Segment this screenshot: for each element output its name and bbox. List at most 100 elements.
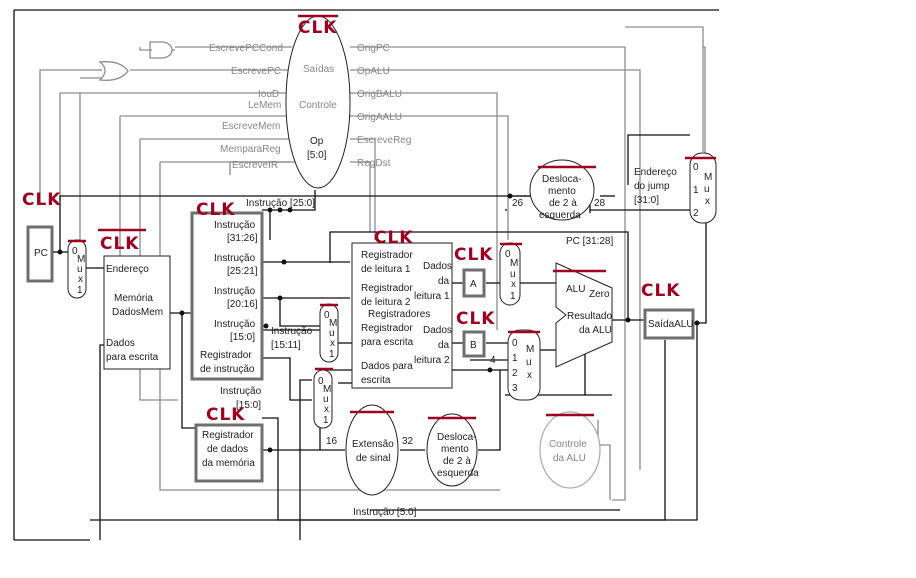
svg-text:u: u bbox=[510, 269, 516, 280]
alu-result-2: da ALU bbox=[579, 325, 612, 336]
regfile-wdata-a: Dados para bbox=[361, 361, 413, 372]
instruction-register bbox=[190, 211, 264, 381]
alu-out-label: SaídaALU bbox=[648, 319, 694, 330]
pc-register bbox=[26, 225, 54, 283]
frame-lines bbox=[13, 9, 719, 541]
memory-write-label: Dados bbox=[106, 338, 135, 349]
svg-text:4: 4 bbox=[490, 355, 496, 366]
clk-memory: CLK bbox=[100, 234, 139, 254]
register-file bbox=[351, 242, 453, 389]
svg-text:x: x bbox=[527, 370, 532, 381]
ir-field-15-0-b: [15:0] bbox=[230, 332, 255, 343]
jump-address-3: [31:0] bbox=[634, 195, 659, 206]
svg-text:0: 0 bbox=[693, 162, 699, 173]
svg-text:u: u bbox=[323, 394, 329, 405]
svg-text:1: 1 bbox=[323, 415, 329, 426]
ir-name-1: Registrador bbox=[200, 350, 252, 361]
svg-text:M: M bbox=[526, 344, 534, 355]
regfile-d2-b: da bbox=[438, 340, 450, 351]
signal-escrevemem: EscreveMem bbox=[222, 121, 280, 132]
svg-text:0: 0 bbox=[72, 246, 78, 257]
regfile-read2-b: de leitura 2 bbox=[361, 297, 411, 308]
signal-origaalu: OrigAALU bbox=[357, 112, 402, 123]
svg-text:u: u bbox=[77, 264, 83, 275]
regfile-d1-a: Dados bbox=[423, 261, 452, 272]
regfile-d2-c: leitura 2 bbox=[414, 355, 450, 366]
register-b bbox=[462, 330, 486, 358]
clk-regfile: CLK bbox=[374, 228, 413, 248]
control-op-range: [5:0] bbox=[307, 150, 327, 161]
svg-text:0: 0 bbox=[318, 376, 324, 387]
clk-mdr: CLK bbox=[206, 405, 245, 425]
svg-text:Instrução: Instrução bbox=[220, 386, 262, 397]
mux-pc-source: 0 1 2 M u x bbox=[689, 152, 717, 224]
alu-control-1: Controle bbox=[549, 439, 587, 450]
signal-lemem: LeMem bbox=[248, 100, 281, 111]
svg-text:x: x bbox=[705, 196, 710, 207]
alu bbox=[555, 262, 613, 368]
control-title: Controle bbox=[299, 100, 337, 111]
signal-origbalu: OrigBALU bbox=[357, 89, 402, 100]
shift-bottom-4: esquerda bbox=[437, 468, 479, 479]
svg-text:Instrução: Instrução bbox=[271, 326, 313, 337]
wire-labels: Instrução [25:0] PC [31:28] Instrução [1… bbox=[220, 198, 613, 518]
svg-text:2: 2 bbox=[693, 208, 699, 219]
svg-text:Instrução [5:0]: Instrução [5:0] bbox=[353, 507, 417, 518]
regfile-d1-b: da bbox=[438, 276, 450, 287]
alu-result-1: Resultado bbox=[567, 311, 612, 322]
register-a-label: A bbox=[470, 279, 477, 290]
mux-regdst: 0 M u x 1 bbox=[319, 303, 339, 363]
regfile-read2-a: Registrador bbox=[361, 283, 413, 294]
memory-title: Memória bbox=[114, 293, 153, 304]
signal-escreveir: EscreveIR bbox=[232, 160, 278, 171]
svg-text:x: x bbox=[78, 274, 83, 285]
mux-alu-a: 0 M u x 1 bbox=[499, 242, 521, 306]
svg-text:u: u bbox=[704, 184, 710, 195]
mdr-label-3: da memória bbox=[202, 458, 255, 469]
alu-control bbox=[539, 411, 601, 489]
svg-text:1: 1 bbox=[510, 291, 516, 302]
svg-text:2: 2 bbox=[512, 368, 518, 379]
control-signals-left: EscrevePCCond EscrevePC IouD LeMem Escre… bbox=[209, 43, 283, 171]
jump-address-1: Endereço bbox=[634, 167, 677, 178]
shift-top-4: esquerda bbox=[539, 210, 581, 221]
control-signals-right: OrigPC OpALU OrigBALU OrigAALU EscreveRe… bbox=[357, 43, 411, 169]
signal-memparareg: MemparaReg bbox=[220, 144, 281, 155]
signal-escrevereg: EscreveReg bbox=[357, 135, 411, 146]
shift-bottom-1: Desloca- bbox=[437, 432, 476, 443]
signal-opalu: OpALU bbox=[357, 66, 390, 77]
memory-address-label: Endereço bbox=[106, 264, 149, 275]
control-op-label: Op bbox=[310, 136, 324, 147]
svg-text:0: 0 bbox=[505, 249, 511, 260]
junction-dots bbox=[57, 193, 700, 453]
alu-label: ALU bbox=[566, 284, 585, 295]
regfile-wdata-b: escrita bbox=[361, 375, 391, 386]
clk-control: CLK bbox=[298, 18, 337, 38]
svg-text:M: M bbox=[329, 318, 337, 329]
svg-text:1: 1 bbox=[693, 185, 699, 196]
regfile-read1-b: de leitura 1 bbox=[361, 264, 411, 275]
svg-text:u: u bbox=[526, 357, 532, 368]
register-b-label: B bbox=[470, 340, 477, 351]
regfile-d2-a: Dados bbox=[423, 325, 452, 336]
ir-field-31-26-a: Instrução bbox=[214, 220, 256, 231]
signal-ioud: IouD bbox=[258, 89, 279, 100]
register-a bbox=[462, 268, 486, 298]
mux-memtoreg: 0 M u x 1 bbox=[313, 369, 333, 429]
regfile-read1-a: Registrador bbox=[361, 250, 413, 261]
svg-text:PC [31:28]: PC [31:28] bbox=[566, 236, 613, 247]
clk-b: CLK bbox=[456, 309, 495, 329]
clk-a: CLK bbox=[454, 245, 493, 265]
svg-text:28: 28 bbox=[594, 198, 606, 209]
shift-left-jump bbox=[529, 159, 595, 221]
sign-extend bbox=[345, 404, 399, 496]
mdr-label-2: de dados bbox=[207, 444, 248, 455]
regfile-d1-c: leitura 1 bbox=[414, 291, 450, 302]
ir-field-25-21-a: Instrução bbox=[214, 253, 256, 264]
control-outputs-label: Saídas bbox=[303, 64, 334, 75]
svg-text:x: x bbox=[330, 338, 335, 349]
signal-escrevepc: EscrevePC bbox=[231, 66, 281, 77]
svg-text:M: M bbox=[323, 384, 331, 395]
